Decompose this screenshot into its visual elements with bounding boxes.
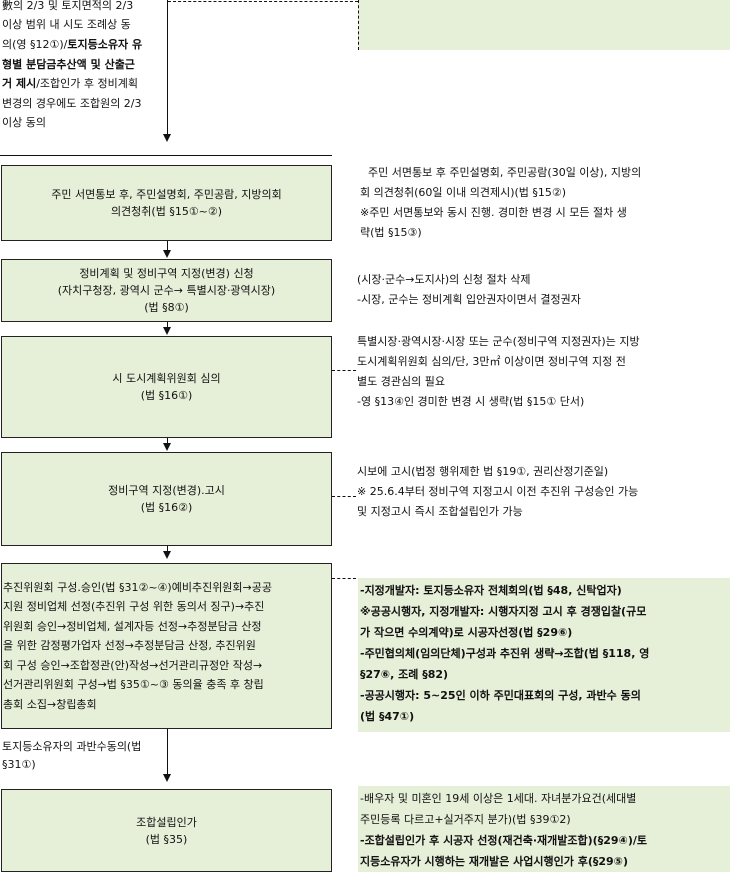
consent-label: 토지등소유자의 과반수동의(법 §31①)	[2, 738, 141, 774]
note6-line-4: 지등소유자가 시행하는 재개발은 사업시행인가 후(§29⑤)	[360, 855, 629, 868]
step-box-committee-review: 시 도시계획위원회 심의 (법 §16①)	[1, 336, 332, 438]
flow-arrow-2	[163, 327, 171, 335]
dash-to-note-4	[332, 496, 356, 497]
step5-line-7: 총회 소집→창립총회	[3, 697, 97, 711]
step3-line-1: 시 도시계획위원회 심의	[112, 372, 221, 385]
step1-line-1: 주민 서면통보 후, 주민설명회, 주민공람, 지방의회	[51, 188, 282, 201]
flow-line-2	[167, 322, 168, 328]
flow-arrow-0	[163, 134, 171, 142]
flow-arrow-3	[163, 443, 171, 451]
flow-line-1	[167, 241, 168, 251]
flow-arrow-4	[163, 551, 171, 559]
step5-line-1: 추진위원회 구성.승인(법 §31②~④)예비추진위원회→공공	[3, 580, 273, 594]
top-text-line-5-b: /조합인가 후 정비계획	[36, 77, 138, 90]
note-designation-request: (시장·군수→도지사)의 신청 절차 삭제 -시장, 군수는 정비계획 입안권자…	[357, 270, 581, 310]
step-box-designation-request: 정비계획 및 정비구역 지정(변경) 신청 (자치구청장, 광역시 군수→ 특별…	[1, 259, 332, 322]
flow-line-5	[167, 729, 168, 775]
flow-line-3	[167, 438, 168, 444]
top-text-line-3: 의(영 §12①)/토지등소유자 유	[2, 35, 142, 55]
consent-label-line-2: §31①)	[2, 758, 36, 771]
note6-line-3: -조합설립인가 후 시공자 선정(재건축·재개발조합)(§29④)/토	[360, 834, 647, 847]
note5-line-4: -주민협의체(임의단체)구성과 추진위 생략→조합(법 §118, 영	[360, 647, 650, 660]
step2-line-2: (자치구청장, 광역시 군수→ 특별시장·광역시장)	[57, 284, 276, 297]
step4-line-2: (법 §16②)	[140, 501, 193, 514]
note-promotion-committee: -지정개발자: 토지등소유자 전체회의(법 §48, 신탁업자) ※공공시행자,…	[358, 578, 730, 732]
note2-line-1: (시장·군수→도지사)의 신청 절차 삭제	[357, 273, 531, 286]
note5-line-3: 가 작으면 수의계약)로 시공자선정(법 §29⑥)	[360, 626, 573, 639]
step5-line-6: 선거관리위원회 구성→법 §35①~③ 동의율 충족 후 창립	[3, 678, 264, 692]
note3-line-3: 별도 경관심의 필요	[357, 375, 445, 388]
step6-line-2: (법 §35)	[145, 832, 188, 846]
top-text-line-3-b: 토지등소유자 유	[67, 38, 143, 51]
note1-line-2: 회 의견청취(60일 이내 의견제시)(법 §15②)	[360, 186, 567, 199]
note4-line-3: 및 지정고시 즉시 조합설립인가 가능	[357, 505, 523, 518]
note2-line-2: -시장, 군수는 정비계획 입안권자이면서 결정권자	[357, 293, 581, 306]
step-box-union-approval: 조합설립인가 (법 §35)	[1, 789, 332, 872]
step-box-public-notice: 주민 서면통보 후, 주민설명회, 주민공람, 지방의회 의견청취(법 §15①…	[1, 165, 332, 241]
dash-to-note-3	[332, 370, 356, 371]
top-text-line-2: 이상 범위 내 시도 조례상 동	[2, 18, 131, 31]
step3-line-2: (법 §16①)	[140, 389, 193, 402]
top-text-line-5: 거 제시/조합인가 후 정비계획	[2, 74, 138, 94]
dash-to-note-5	[332, 578, 356, 579]
top-text-line-7: 이상 동의	[2, 116, 46, 129]
step-box-designation-notice: 정비구역 지정(변경).고시 (법 §16②)	[1, 452, 332, 546]
note-designation-notice: 시보에 고시(법정 행위제한 법 §19①, 권리산정기준일) ※ 25.6.4…	[357, 462, 638, 522]
flow-line-4	[167, 546, 168, 552]
top-dashed-vertical	[358, 0, 359, 50]
note5-line-2: ※공공시행자, 지정개발자: 시행자지정 고시 후 경쟁입찰(규모	[360, 605, 647, 618]
note4-line-2: ※ 25.6.4부터 정비구역 지정고시 이전 추진위 구성승인 가능	[357, 485, 639, 498]
step2-line-1: 정비계획 및 정비구역 지정(변경) 신청	[79, 267, 254, 280]
note1-line-3: ※주민 서면통보와 동시 진행. 경미한 변경 시 모든 절차 생	[360, 206, 627, 219]
note1-line-1: 주민 서면통보 후 주민설명회, 주민공람(30일 이상), 지방의	[368, 166, 642, 179]
note6-line-2: 주민등록 다르고+실거주지 분가)(법 §39①2)	[360, 813, 571, 826]
consent-label-line-1: 토지등소유자의 과반수동의(법	[2, 740, 142, 753]
step1-line-2: 의견청취(법 §15①~②)	[110, 205, 223, 218]
note3-line-1: 특별시장·광역시장·시장 또는 군수(정비구역 지정권자)는 지방	[357, 335, 640, 348]
note-committee-review: 특별시장·광역시장·시장 또는 군수(정비구역 지정권자)는 지방 도시계획위원…	[357, 332, 640, 412]
note4-line-1: 시보에 고시(법정 행위제한 법 §19①, 권리산정기준일)	[357, 465, 609, 478]
note-public-notice: 주민 서면통보 후 주민설명회, 주민공람(30일 이상), 지방의 회 의견청…	[360, 163, 641, 243]
top-dashed-connector	[168, 1, 358, 2]
flow-arrow-5	[163, 774, 171, 782]
top-text-line-1: 數의 2/3 및 토지면적의 2/3	[2, 0, 134, 12]
note3-line-2: 도시계획위원회 심의/단, 3만㎡ 이상이면 정비구역 지정 전	[357, 355, 626, 368]
note-union-approval: -배우자 및 미혼인 19세 이상은 1세대. 자녀분가요건(세대별 주민등록 …	[358, 786, 730, 872]
flow-arrow-1	[163, 250, 171, 258]
step4-line-1: 정비구역 지정(변경).고시	[108, 484, 225, 497]
top-note-panel	[358, 0, 730, 50]
step2-line-3: (법 §8①)	[144, 301, 189, 314]
step6-line-1: 조합설립인가	[136, 815, 197, 829]
step5-line-3: 위원회 승인→정비업체, 설계자등 선정→추정분담금 산정	[3, 619, 262, 633]
top-text-line-5-a: 거 제시	[2, 77, 37, 90]
top-text-line-4: 형별 분담금추산액 및 산출근	[2, 58, 135, 71]
step5-line-4: 을 위한 감정평가업자 선정→추정분담금 산정, 추진위원	[3, 639, 256, 653]
note1-line-4: 략(법 §15③)	[360, 226, 422, 239]
step-box-promotion-committee: 추진위원회 구성.승인(법 §31②~④)예비추진위원회→공공 지원 정비업체 …	[1, 563, 332, 729]
step5-line-5: 회 구성 승인→조합정관(안)작성→선거관리규정안 작성→	[3, 658, 263, 672]
note5-line-6: -공공시행자: 5~25인 이하 주민대표회의 구성, 과반수 동의	[360, 689, 641, 702]
top-text-line-3-a: 의(영 §12①)/	[2, 38, 68, 51]
note6-line-1: -배우자 및 미혼인 19세 이상은 1세대. 자녀분가요건(세대별	[360, 792, 637, 805]
note5-line-7: (법 §47①)	[360, 710, 415, 723]
note3-line-4: -영 §13④인 경미한 변경 시 생략(법 §15① 단서)	[357, 395, 585, 408]
note5-line-1: -지정개발자: 토지등소유자 전체회의(법 §48, 신탁업자)	[360, 584, 622, 597]
step5-line-2: 지원 정비업체 선정(추진위 구성 위한 동의서 징구)→추진	[3, 600, 265, 614]
flow-line-0	[167, 0, 168, 135]
note5-line-5: §27⑥, 조례 §82)	[360, 668, 449, 681]
separator-line	[0, 155, 332, 156]
top-text-line-6: 변경의 경우에도 조합원의 2/3	[2, 97, 142, 110]
